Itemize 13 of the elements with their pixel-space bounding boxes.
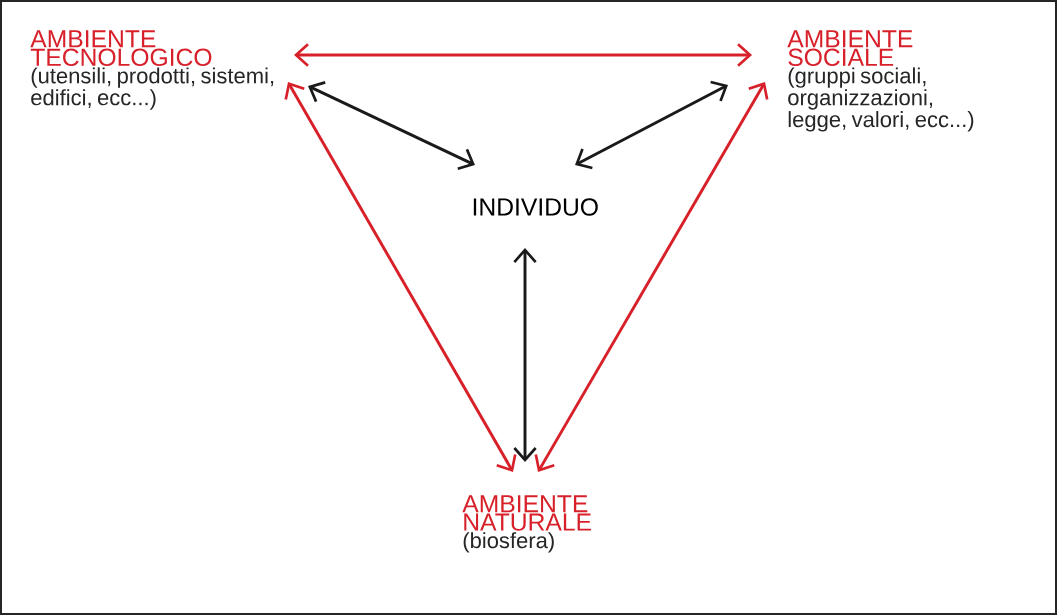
heading: AMBIENTE NATURALE: [462, 495, 591, 531]
double-arrow: [284, 82, 517, 472]
heading: AMBIENTE SOCIALE: [787, 30, 913, 67]
description: (utensili, prodotti, sistemi, edifici, ecc...): [31, 67, 274, 110]
heading: AMBIENTE TECNOLOGICO: [30, 30, 212, 67]
double-arrow: [513, 248, 537, 462]
double-arrow: [575, 80, 728, 170]
description: (gruppi sociali, organizzazioni, legge, valori, ecc...): [788, 67, 974, 132]
description: (biosfera): [463, 532, 554, 553]
double-arrow: [308, 81, 475, 170]
double-arrow: [294, 43, 752, 67]
node-label: INDIVIDUO: [473, 198, 598, 216]
double-arrow: [534, 82, 769, 472]
